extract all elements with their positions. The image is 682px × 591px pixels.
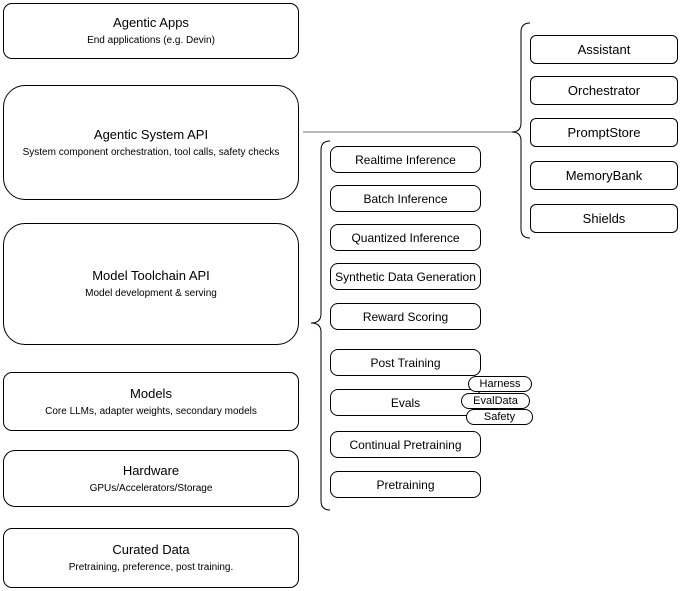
node-subtitle: GPUs/Accelerators/Storage — [89, 482, 213, 494]
tag-safety: Safety — [466, 409, 533, 425]
node-subtitle: End applications (e.g. Devin) — [87, 35, 215, 46]
node-title: Model Toolchain API — [92, 268, 210, 283]
node-agentic-system-api: Agentic System API System component orch… — [3, 85, 299, 200]
node-continual-pretraining: Continual Pretraining — [330, 431, 481, 458]
node-synthetic-data-generation: Synthetic Data Generation — [330, 263, 481, 290]
node-assistant: Assistant — [530, 35, 678, 64]
tag-evaldata: EvalData — [461, 393, 530, 409]
node-title: Models — [130, 385, 172, 401]
node-title: Hardware — [122, 462, 180, 478]
node-subtitle: Model development & serving — [85, 288, 217, 299]
node-models: Models Core LLMs, adapter weights, secon… — [3, 372, 299, 431]
node-agentic-apps: Agentic Apps End applications (e.g. Devi… — [3, 3, 299, 59]
node-model-toolchain-api: Model Toolchain API Model development & … — [3, 223, 299, 345]
node-promptstore: PromptStore — [530, 118, 678, 147]
node-subtitle: System component orchestration, tool cal… — [22, 146, 280, 158]
node-pretraining: Pretraining — [330, 471, 481, 498]
node-hardware: Hardware GPUs/Accelerators/Storage — [3, 450, 299, 507]
system-components-brace — [511, 22, 531, 239]
toolchain-brace — [310, 140, 331, 511]
node-batch-inference: Batch Inference — [330, 185, 481, 212]
node-title: Curated Data — [112, 542, 190, 557]
node-quantized-inference: Quantized Inference — [330, 224, 481, 251]
node-title: Agentic Apps — [113, 15, 189, 30]
node-subtitle: Core LLMs, adapter weights, secondary mo… — [45, 405, 257, 417]
node-title: Agentic System API — [93, 126, 209, 142]
tag-harness: Harness — [468, 376, 532, 392]
node-shields: Shields — [530, 204, 678, 233]
node-realtime-inference: Realtime Inference — [330, 146, 481, 173]
node-evals: Evals — [330, 389, 481, 416]
node-orchestrator: Orchestrator — [530, 76, 678, 105]
node-curated-data: Curated Data Pretraining, preference, po… — [3, 528, 299, 588]
node-subtitle: Pretraining, preference, post training. — [68, 562, 234, 573]
node-memorybank: MemoryBank — [530, 161, 678, 190]
node-reward-scoring: Reward Scoring — [330, 303, 481, 330]
node-post-training: Post Training — [330, 349, 481, 376]
